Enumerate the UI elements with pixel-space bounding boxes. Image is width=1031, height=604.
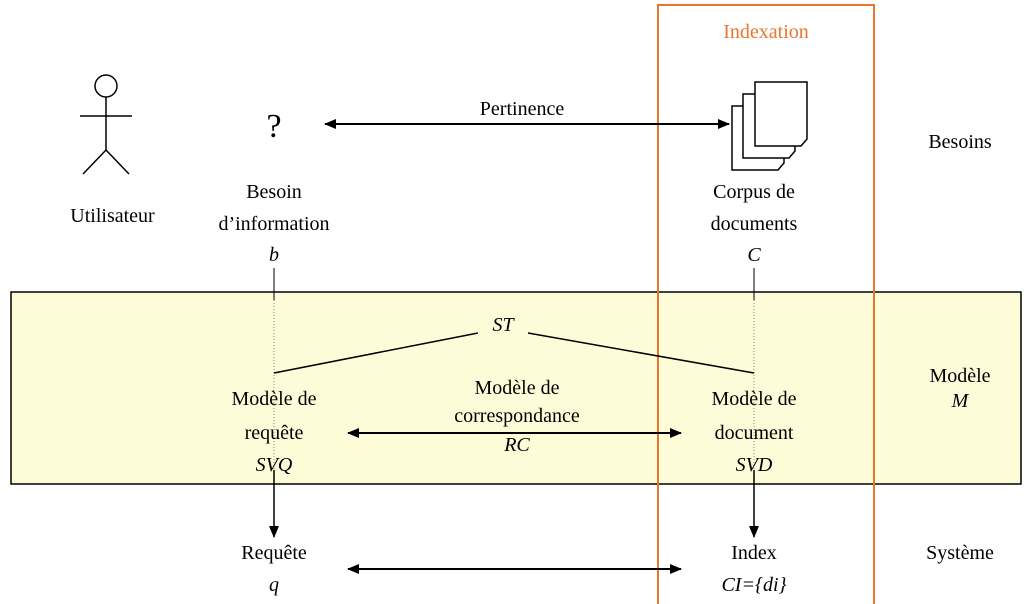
st-to-query-line — [273, 332, 479, 374]
document-stack-icon — [731, 81, 808, 171]
pertinence-label: Pertinence — [479, 98, 565, 120]
requete-symbol: q — [269, 574, 279, 596]
stick-figure-icon — [80, 74, 132, 175]
doc-model-line1: Modèle de — [711, 388, 797, 410]
match-model-symbol: RC — [504, 434, 530, 456]
doc-model-symbol: SVD — [735, 454, 773, 476]
doc-model-line2: document — [714, 422, 794, 444]
row-label-modele-symbol: M — [951, 390, 969, 412]
match-model-line2: correspondance — [454, 405, 580, 427]
need-label-line1: Besoin — [246, 181, 302, 203]
row-label-modele: Modèle — [929, 365, 991, 387]
query-model-line1: Modèle de — [231, 388, 317, 410]
corpus-symbol: C — [747, 244, 761, 266]
row-label-systeme: Système — [926, 542, 994, 564]
requete-label: Requête — [241, 542, 307, 564]
need-symbol: b — [269, 244, 279, 266]
row-label-besoins: Besoins — [928, 131, 992, 153]
corpus-label-line1: Corpus de — [713, 181, 795, 203]
st-label: ST — [492, 314, 514, 336]
index-symbol: CI={di} — [721, 574, 787, 596]
model-band — [10, 291, 1022, 485]
match-model-line1: Modèle de — [474, 377, 560, 399]
query-model-line2: requête — [244, 422, 304, 444]
indexation-label: Indexation — [723, 21, 809, 43]
need-label-line2: d’information — [218, 213, 330, 235]
user-label: Utilisateur — [70, 205, 155, 227]
st-to-doc-line — [527, 332, 755, 374]
question-mark-icon: ? — [266, 108, 282, 145]
query-model-symbol: SVQ — [255, 454, 293, 476]
corpus-label-line2: documents — [710, 213, 798, 235]
index-label: Index — [731, 542, 777, 564]
indexation-frame — [657, 4, 875, 604]
